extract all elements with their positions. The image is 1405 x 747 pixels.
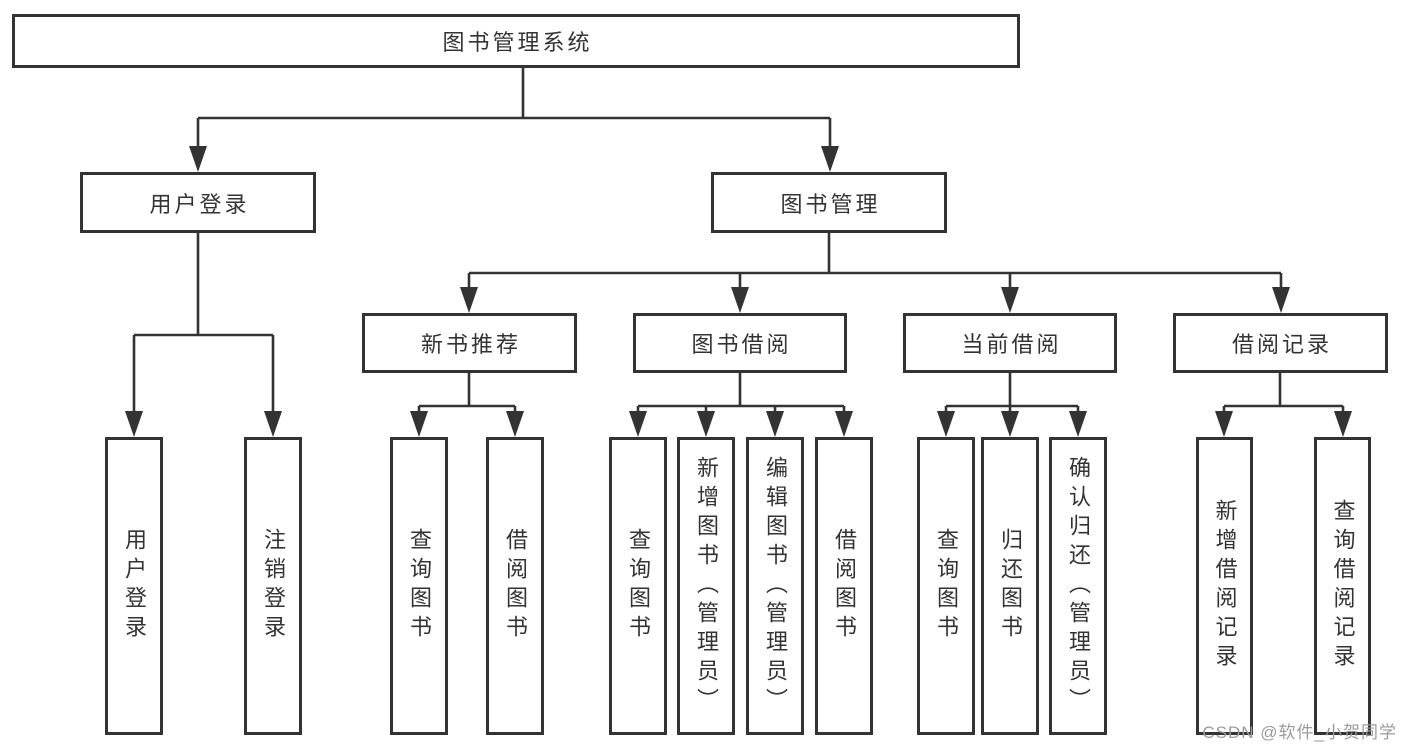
- leaf-recommend-query-books-label: 查询图书: [407, 528, 432, 644]
- node-current-borrow: 当前借阅: [903, 313, 1117, 373]
- node-borrow-records: 借阅记录: [1173, 313, 1388, 373]
- leaf-current-confirm-return-admin-label: 确认归还（管理员）: [1066, 455, 1091, 717]
- node-current-borrow-label: 当前借阅: [961, 332, 1062, 357]
- leaf-recommend-borrow-books: 借阅图书: [486, 437, 544, 735]
- leaf-borrow-add-books-admin: 新增图书（管理员）: [677, 437, 735, 735]
- leaf-user-login-label: 用户登录: [122, 528, 147, 644]
- leaf-current-confirm-return-admin: 确认归还（管理员）: [1049, 437, 1107, 735]
- node-new-book-recommend-label: 新书推荐: [420, 332, 521, 357]
- node-new-book-recommend: 新书推荐: [362, 313, 577, 373]
- node-book-borrow-label: 图书借阅: [691, 332, 792, 357]
- leaf-user-login: 用户登录: [105, 437, 163, 735]
- leaf-borrow-query-books-label: 查询图书: [626, 528, 651, 644]
- leaf-borrow-edit-books-admin-label: 编辑图书（管理员）: [763, 455, 788, 717]
- leaf-borrow-borrow-books-label: 借阅图书: [832, 528, 857, 644]
- leaf-records-query-record-label: 查询借阅记录: [1330, 499, 1356, 673]
- node-book-management: 图书管理: [711, 172, 947, 233]
- leaf-current-return-books-label: 归还图书: [998, 528, 1023, 644]
- leaf-borrow-borrow-books: 借阅图书: [815, 437, 873, 735]
- watermark: CSDN @软件_小贺同学: [1202, 723, 1397, 742]
- leaf-current-return-books: 归还图书: [981, 437, 1039, 735]
- node-library-system: 图书管理系统: [12, 14, 1020, 68]
- node-user-login: 用户登录: [80, 172, 316, 233]
- node-book-management-label: 图书管理: [780, 191, 881, 217]
- leaf-current-query-books-label: 查询图书: [934, 528, 959, 644]
- leaf-logout: 注销登录: [244, 437, 302, 735]
- leaf-recommend-borrow-books-label: 借阅图书: [503, 528, 528, 644]
- leaf-current-query-books: 查询图书: [917, 437, 975, 735]
- node-borrow-records-label: 借阅记录: [1231, 332, 1332, 357]
- node-library-system-label: 图书管理系统: [442, 30, 593, 55]
- leaf-borrow-add-books-admin-label: 新增图书（管理员）: [694, 455, 719, 717]
- leaf-records-add-record-label: 新增借阅记录: [1212, 499, 1238, 673]
- node-book-borrow: 图书借阅: [633, 313, 847, 373]
- leaf-records-add-record: 新增借阅记录: [1196, 437, 1253, 735]
- leaf-records-query-record: 查询借阅记录: [1314, 437, 1371, 735]
- leaf-logout-label: 注销登录: [261, 528, 286, 644]
- node-user-login-label: 用户登录: [149, 191, 250, 217]
- leaf-borrow-edit-books-admin: 编辑图书（管理员）: [746, 437, 804, 735]
- leaf-borrow-query-books: 查询图书: [609, 437, 667, 735]
- leaf-recommend-query-books: 查询图书: [390, 437, 448, 735]
